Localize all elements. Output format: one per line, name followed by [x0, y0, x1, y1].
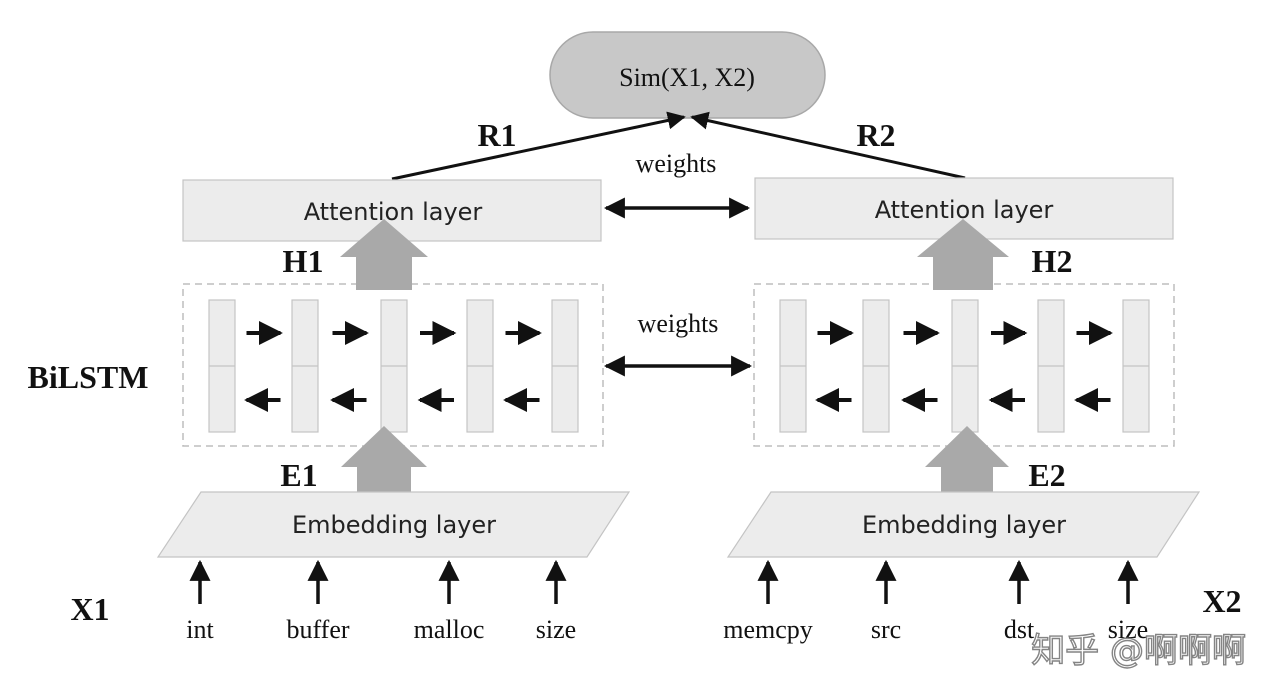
h1-label: H1: [283, 243, 324, 279]
similarity-label: Sim(X1, X2): [619, 63, 755, 92]
left-embedding-label: Embedding layer: [292, 511, 496, 539]
e1-label: E1: [280, 457, 317, 493]
left-input-tokens: int buffer malloc size: [186, 559, 576, 644]
left-bilstm-cells: [208, 299, 579, 433]
right-embedding-layer: Embedding layer: [726, 491, 1201, 558]
right-attention-layer: Attention layer: [754, 177, 1174, 240]
x1-label: X1: [70, 591, 109, 627]
right-input-tokens: memcpy src dst size: [723, 559, 1148, 644]
right-token: size: [1108, 615, 1148, 644]
e2-label: E2: [1028, 457, 1065, 493]
left-embedding-layer: Embedding layer: [156, 491, 631, 558]
left-attention-label: Attention layer: [304, 198, 483, 226]
bilstm-label: BiLSTM: [28, 359, 149, 395]
left-token: size: [536, 615, 576, 644]
r1-arrow: [391, 111, 686, 181]
r2-arrow: [690, 111, 966, 180]
left-attention-layer: Attention layer: [182, 179, 602, 242]
right-token: memcpy: [723, 615, 813, 644]
weights-label-middle: weights: [638, 309, 719, 338]
right-attention-label: Attention layer: [875, 196, 1054, 224]
weights-label-top: weights: [636, 149, 717, 178]
watermark: 知乎 @啊啊啊: [1031, 631, 1246, 671]
right-e2-big-arrow: [925, 426, 1009, 492]
r1-label: R1: [477, 117, 516, 153]
left-token: buffer: [286, 615, 349, 644]
h2-label: H2: [1032, 243, 1073, 279]
right-token: dst: [1004, 615, 1035, 644]
left-h1-big-arrow: [340, 219, 428, 290]
right-h2-big-arrow: [917, 219, 1009, 290]
similarity-node: Sim(X1, X2): [549, 31, 826, 119]
right-embedding-label: Embedding layer: [862, 511, 1066, 539]
left-token: int: [186, 615, 214, 644]
r2-label: R2: [856, 117, 895, 153]
left-e1-big-arrow: [341, 426, 427, 492]
right-token: src: [871, 615, 901, 644]
left-token: malloc: [414, 615, 485, 644]
right-bilstm-cells: [779, 299, 1150, 433]
x2-label: X2: [1202, 583, 1241, 619]
